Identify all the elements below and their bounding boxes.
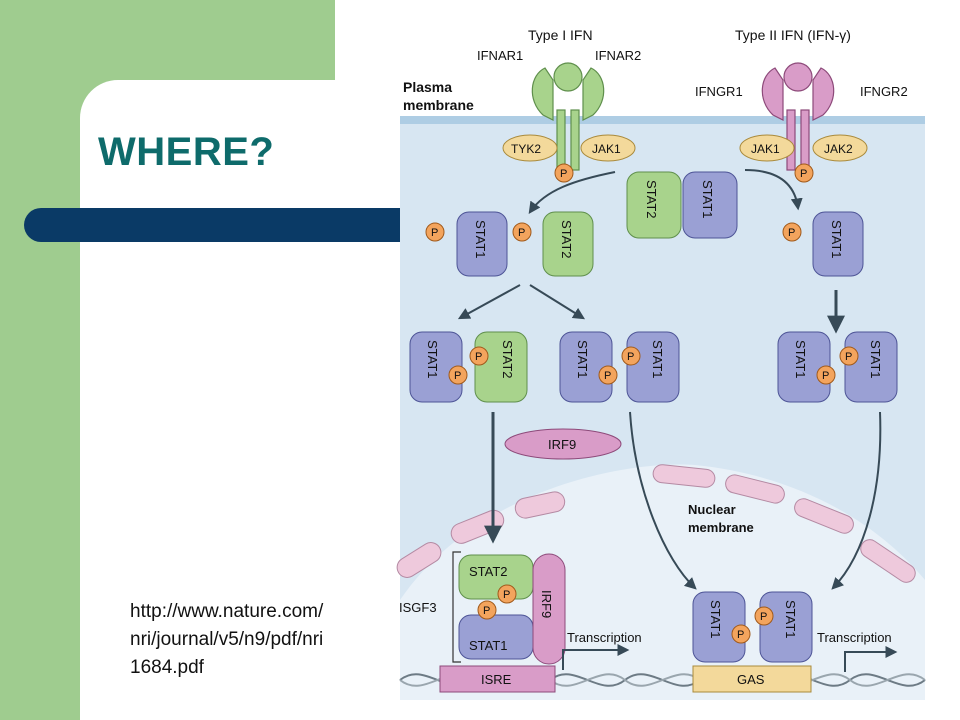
phospho-label: P (737, 629, 744, 641)
irf9-label: IRF9 (539, 590, 554, 618)
phospho-label: P (454, 370, 461, 382)
tyk2-kinase: TYK2 (502, 134, 558, 162)
irf9-label: IRF9 (548, 437, 576, 452)
citation-line-1: http://www.nature.com/ (130, 601, 324, 622)
ifngr2-label: IFNGR2 (860, 84, 908, 99)
nuclear-membrane-segments (396, 464, 916, 583)
phospho-label: P (788, 227, 795, 239)
slide-title: WHERE? (98, 130, 275, 174)
plasma-membrane-label-1: Plasma (403, 79, 452, 95)
stat1-homodimer-gas: STAT1 STAT1 P P (692, 591, 813, 663)
arrow-to-stat1-stat2-dimer (457, 284, 521, 320)
stat2-stat1-dimer-membrane: STAT2 STAT1 (626, 171, 738, 239)
citation-line-3: 1684.pdf (130, 657, 204, 678)
jak2-kinase: JAK2 (812, 134, 868, 162)
stat1-label: STAT1 (829, 220, 844, 259)
stat2-monomer-phospho: STAT2 P (512, 211, 594, 277)
isre-element: ISRE (439, 665, 556, 693)
stat1-label: STAT1 (700, 180, 715, 219)
stat1-label: STAT1 (793, 340, 808, 379)
transcription-label-gas: Transcription (817, 630, 892, 645)
tyk2-label: TYK2 (511, 142, 541, 156)
ifngr-receptor (761, 62, 835, 171)
gas-label: GAS (737, 672, 765, 687)
citation-line-2: nri/journal/v5/n9/pdf/nri (130, 629, 324, 650)
white-top-area (335, 0, 960, 80)
stat1-label: STAT1 (575, 340, 590, 379)
transcription-arrow-gas (844, 646, 898, 672)
isgf3-bracket (452, 551, 461, 663)
jak1-label-type1: JAK1 (592, 142, 621, 156)
stat1-monomer-phospho: STAT1 P (425, 211, 508, 277)
ifngr1-label: IFNGR1 (695, 84, 743, 99)
ifnar-receptor (531, 62, 605, 171)
phospho-label: P (604, 370, 611, 382)
stat1-label: STAT1 (469, 638, 508, 653)
arrow-type2-to-stat1 (744, 169, 803, 211)
phospho-site-type1: P (554, 163, 574, 183)
isgf3-label: ISGF3 (399, 600, 437, 615)
phospho-label: P (475, 351, 482, 363)
nuclear-membrane-label-1: Nuclear (688, 502, 736, 517)
stat1-stat2-heterodimer: STAT1 STAT2 P P (409, 331, 528, 403)
transcription-arrow-isre (562, 644, 630, 670)
irf9-protein: IRF9 (504, 428, 622, 460)
title-rule-bar (24, 208, 404, 242)
phospho-label: P (627, 351, 634, 363)
phospho-label: P (483, 605, 490, 617)
stat1-homodimer-type2: STAT1 STAT1 P P (777, 331, 898, 403)
phospho-label: P (518, 227, 525, 239)
jak1-label-type2: JAK1 (751, 142, 780, 156)
type1-ifn-label: Type I IFN (528, 27, 593, 43)
isgf3-complex: STAT2 STAT1 P P IRF9 (458, 553, 566, 665)
arrow-type1-to-stats (528, 171, 616, 214)
stat1-label: STAT1 (783, 600, 798, 639)
stat1-label: STAT1 (868, 340, 883, 379)
stat1-monomer-type2: STAT1 P (782, 211, 864, 277)
phospho-label: P (560, 168, 567, 180)
plasma-membrane-label-2: membrane (403, 97, 474, 113)
jak2-label: JAK2 (824, 142, 853, 156)
arrow-homodimer2-to-gas (831, 411, 882, 590)
isre-label: ISRE (481, 672, 512, 687)
phospho-label: P (845, 351, 852, 363)
stat2-label: STAT2 (559, 220, 574, 259)
ifnar1-label: IFNAR1 (477, 48, 523, 63)
phospho-label: P (822, 370, 829, 382)
citation-url: http://www.nature.com/ nri/journal/v5/n9… (130, 598, 390, 682)
phospho-label: P (800, 168, 807, 180)
transcription-label-isre: Transcription (567, 630, 642, 645)
arrow-homodimer1-to-gas (629, 411, 697, 590)
stat1-label: STAT1 (650, 340, 665, 379)
stat1-label: STAT1 (473, 220, 488, 259)
phospho-label: P (503, 589, 510, 601)
stat2-label: STAT2 (500, 340, 515, 379)
stat1-label: STAT1 (708, 600, 723, 639)
stat2-label: STAT2 (644, 180, 659, 219)
stat1-homodimer-type1: STAT1 STAT1 P P (559, 331, 680, 403)
stat1-label: STAT1 (425, 340, 440, 379)
plasma-membrane-band (400, 116, 925, 124)
ifn-signaling-diagram: Nuclear membrane Plasma membrane Type I … (396, 27, 926, 700)
stat2-label: STAT2 (469, 564, 508, 579)
arrow-to-stat1-homodimer (529, 284, 586, 320)
jak1-kinase-type1: JAK1 (580, 134, 636, 162)
nuclear-membrane-label-2: membrane (688, 520, 754, 535)
phospho-site-type2: P (794, 163, 814, 183)
phospho-label: P (760, 611, 767, 623)
gas-element: GAS (692, 665, 812, 693)
phospho-label: P (431, 227, 438, 239)
ifnar2-label: IFNAR2 (595, 48, 641, 63)
jak1-kinase-type2: JAK1 (739, 134, 795, 162)
type2-ifn-label: Type II IFN (IFN-γ) (735, 27, 851, 43)
